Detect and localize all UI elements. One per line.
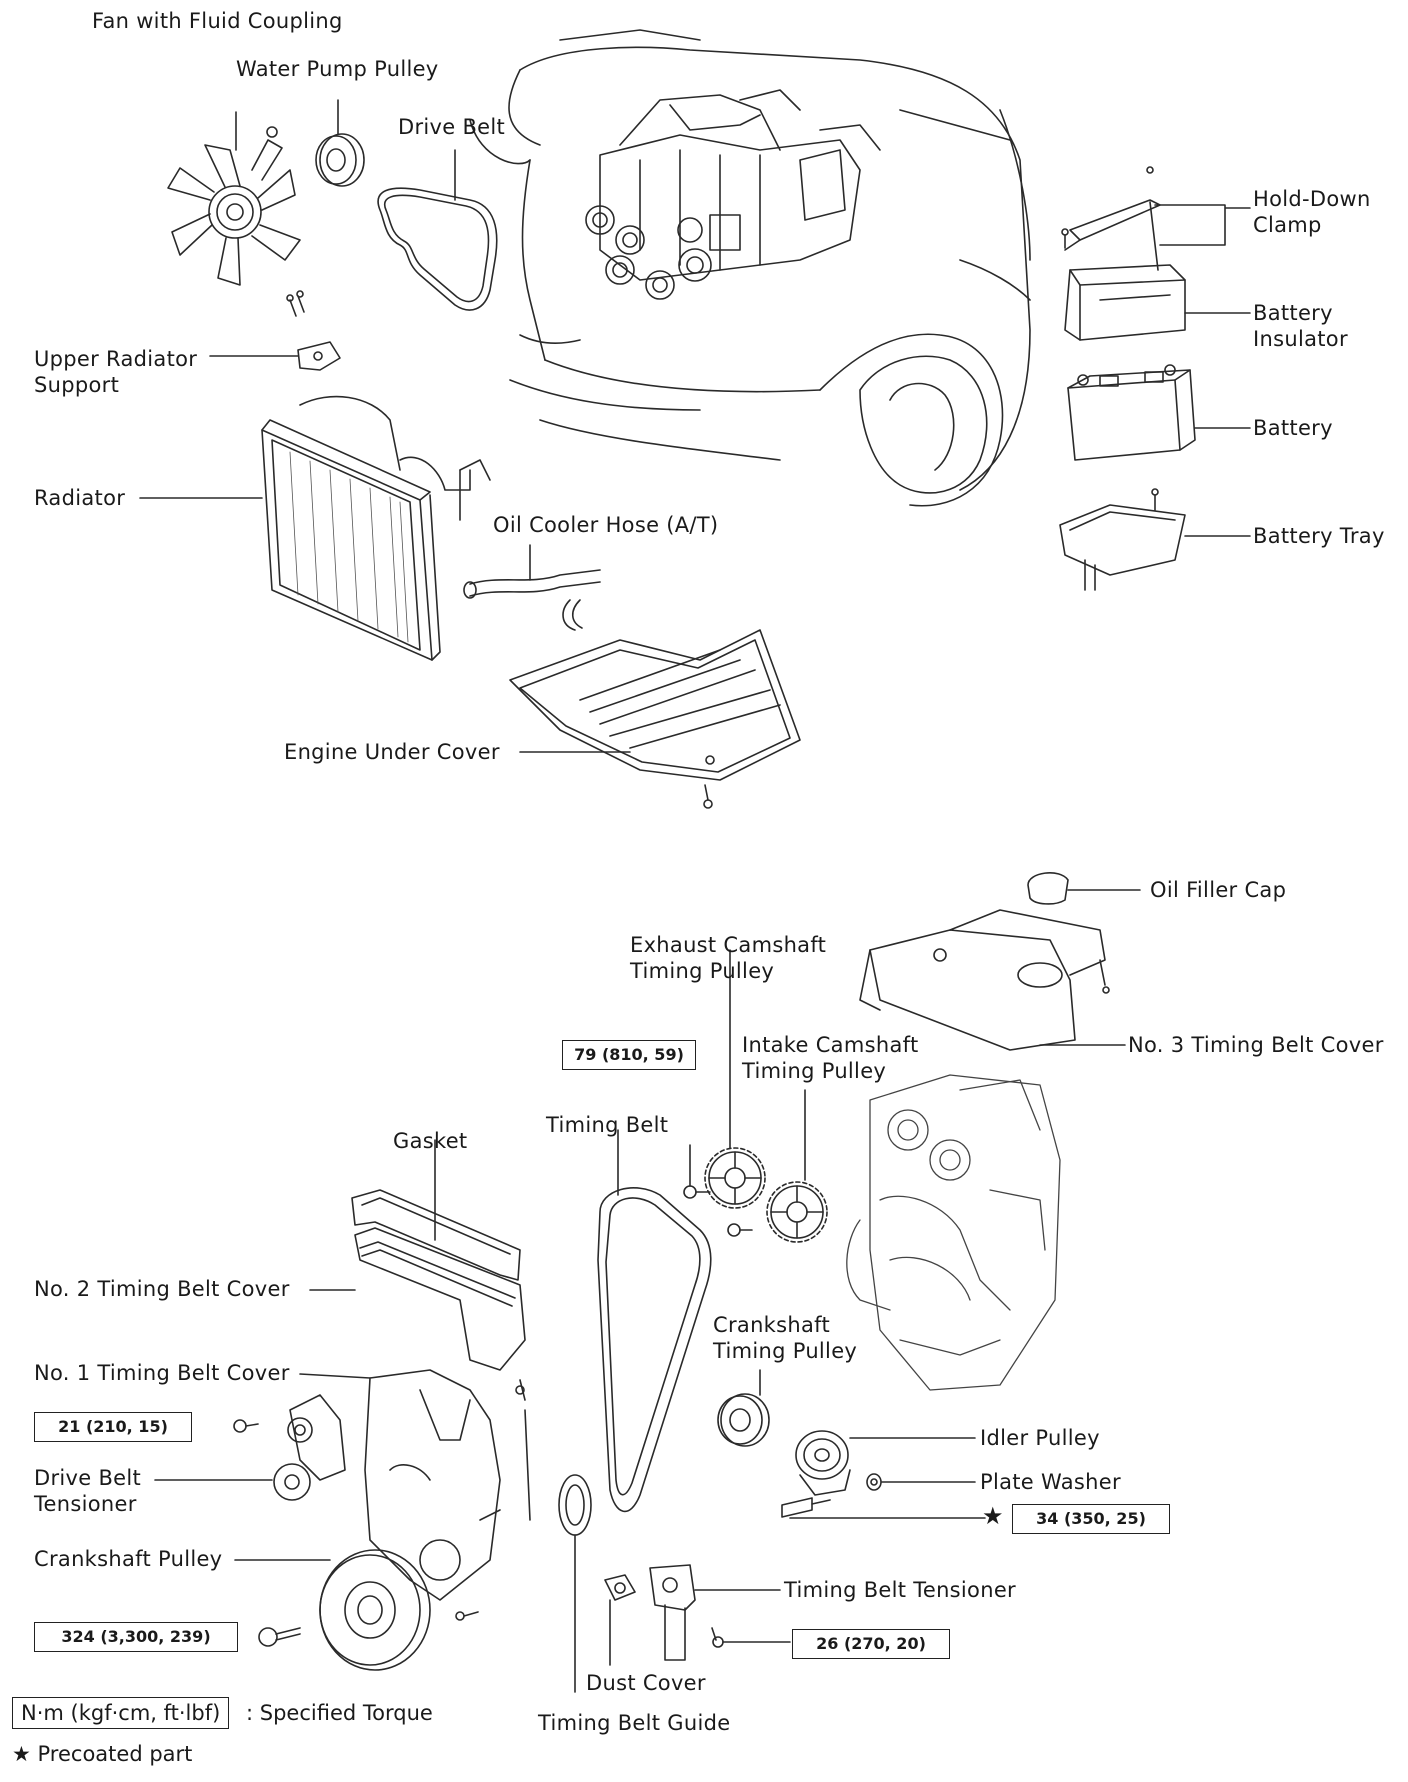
label-oil-filler-cap: Oil Filler Cap [1150, 878, 1287, 902]
engine-head-assembly [846, 1074, 1061, 1391]
legend-star-icon: ★ [12, 1742, 31, 1766]
label-no3-timing-belt-cover: No. 3 Timing Belt Cover [1128, 1033, 1384, 1057]
idler-pulley-bolt-part [781, 1497, 986, 1519]
cover-bolt-lower [455, 1611, 479, 1621]
upper-radiator-support-part [209, 341, 341, 371]
legend-torque-unit-box: N·m (kgf·cm, ft·lbf) [12, 1697, 230, 1729]
battery-tray-part [1059, 488, 1251, 591]
torque-crankshaft-pulley-bolt: 324 (3,300, 239) [34, 1622, 238, 1652]
intake-camshaft-pulley-part [766, 1089, 828, 1243]
fan-bolts [286, 290, 305, 317]
car-body-outline [469, 29, 1031, 507]
no2-timing-belt-cover-part [309, 1227, 526, 1371]
label-crankshaft-pulley: Crankshaft Pulley [34, 1547, 223, 1571]
label-oil-cooler-hose: Oil Cooler Hose (A/T) [493, 513, 719, 537]
legend-specified-torque: N·m (kgf·cm, ft·lbf) : Specified Torque [12, 1697, 433, 1729]
drive-belt-tensioner-part [154, 1394, 346, 1501]
crankshaft-pulley-part [234, 1549, 431, 1671]
tensioner-bolt-part [711, 1627, 791, 1648]
label-gasket: Gasket [393, 1129, 468, 1153]
label-drive-belt: Drive Belt [398, 115, 506, 139]
label-battery-tray: Battery Tray [1253, 524, 1385, 548]
engine-assembly [585, 89, 881, 300]
label-dust-cover: Dust Cover [586, 1671, 706, 1695]
label-water-pump-pulley: Water Pump Pulley [236, 57, 439, 81]
timing-belt-tensioner-part [649, 1564, 781, 1661]
label-timing-belt: Timing Belt [546, 1113, 669, 1137]
camshaft-bolts [683, 1144, 753, 1237]
torque-timing-belt-tensioner-bolt: 26 (270, 20) [792, 1629, 950, 1659]
label-timing-belt-tensioner: Timing Belt Tensioner [784, 1578, 1016, 1602]
drive-belt-part [377, 149, 498, 311]
battery-part [1067, 364, 1251, 461]
water-pump-pulley-part [315, 99, 365, 187]
crankshaft-pulley-bolt-part [258, 1627, 301, 1647]
battery-insulator-part [1064, 264, 1251, 341]
idler-pulley-part [795, 1430, 976, 1496]
plate-washer-part [866, 1473, 976, 1491]
label-timing-belt-guide: Timing Belt Guide [538, 1711, 731, 1735]
timing-belt-guide-part [558, 1474, 592, 1693]
label-fan-with-fluid-coupling: Fan with Fluid Coupling [92, 9, 343, 33]
crankshaft-timing-pulley-part [717, 1369, 770, 1447]
engine-under-cover-part [509, 629, 801, 809]
dust-cover-part [604, 1574, 636, 1666]
legend-precoated: ★ Precoated part [12, 1740, 192, 1768]
timing-belt-part [597, 1129, 712, 1513]
label-engine-under-cover: Engine Under Cover [284, 740, 500, 764]
legend-precoated-desc: Precoated part [37, 1742, 193, 1766]
no3-timing-belt-cover-part [859, 909, 1126, 1051]
legend-torque-desc: : Specified Torque [246, 1701, 433, 1725]
no1-timing-belt-cover-part [299, 1369, 531, 1601]
label-radiator: Radiator [34, 486, 126, 510]
radiator-part [139, 395, 491, 661]
label-no2-timing-belt-cover: No. 2 Timing Belt Cover [34, 1277, 290, 1301]
hold-down-clamp-part [1061, 166, 1251, 271]
gasket-part [351, 1139, 521, 1281]
torque-drive-belt-tensioner-bolt: 21 (210, 15) [34, 1412, 192, 1442]
label-idler-pulley: Idler Pulley [980, 1426, 1100, 1450]
label-no1-timing-belt-cover: No. 1 Timing Belt Cover [34, 1361, 290, 1385]
label-plate-washer: Plate Washer [980, 1470, 1121, 1494]
oil-cooler-hose-part [459, 469, 601, 631]
torque-idler-pulley-bolt: 34 (350, 25) [1012, 1504, 1170, 1534]
oil-filler-cap-part [1027, 872, 1141, 905]
fan-with-fluid-coupling-part [167, 111, 301, 286]
exhaust-camshaft-pulley-part [704, 949, 766, 1209]
label-battery: Battery [1253, 416, 1333, 440]
precoated-star-idler-bolt: ★ [982, 1502, 1004, 1530]
torque-camshaft-bolt: 79 (810, 59) [562, 1040, 696, 1070]
